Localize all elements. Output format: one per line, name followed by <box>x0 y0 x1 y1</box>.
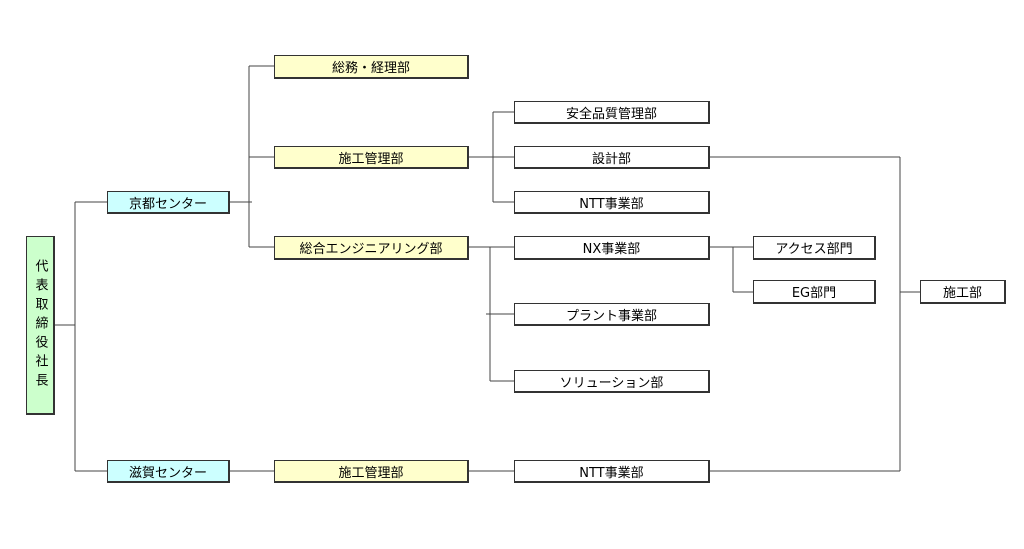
connector-sougou-eng <box>468 246 514 382</box>
eg-box[interactable]: EG部門 <box>753 280 876 304</box>
shiga-ntt-box[interactable]: NTT事業部 <box>514 460 710 483</box>
ceo-box[interactable]: 代表取締役社長 <box>26 236 55 415</box>
connector-kyoto <box>229 65 274 248</box>
connector-sekoubu <box>709 156 920 472</box>
solution-box[interactable]: ソリューション部 <box>514 370 710 393</box>
connector-nx <box>709 246 753 293</box>
sekkei-box[interactable]: 設計部 <box>514 146 710 169</box>
shiga-center-box[interactable]: 滋賀センター <box>107 460 230 483</box>
connector-sekou-kanri <box>468 111 514 203</box>
sougou-engineering-box[interactable]: 総合エンジニアリング部 <box>274 236 469 260</box>
kyoto-ntt-box[interactable]: NTT事業部 <box>514 191 710 214</box>
access-box[interactable]: アクセス部門 <box>753 236 876 260</box>
kyoto-center-box[interactable]: 京都センター <box>107 191 230 214</box>
shiga-sekou-kanri-box[interactable]: 施工管理部 <box>274 460 469 483</box>
kyoto-sekou-kanri-box[interactable]: 施工管理部 <box>274 146 469 169</box>
connector-ceo <box>54 201 107 472</box>
nx-box[interactable]: NX事業部 <box>514 236 710 260</box>
sekoubu-box[interactable]: 施工部 <box>920 280 1006 304</box>
plant-box[interactable]: プラント事業部 <box>514 303 710 326</box>
soumu-keiri-box[interactable]: 総務・経理部 <box>274 55 469 79</box>
anzen-hinshitsu-box[interactable]: 安全品質管理部 <box>514 101 710 124</box>
